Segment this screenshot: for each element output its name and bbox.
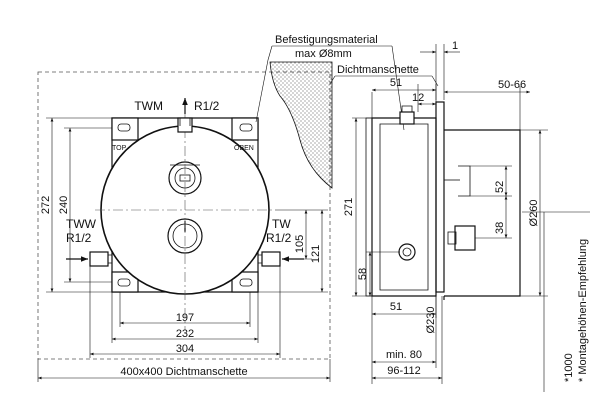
label-fixing-size: max Ø8mm	[295, 48, 352, 60]
label-fixing-material: Befestigungsmaterial	[275, 34, 378, 46]
dim-50-66: 50-66	[498, 79, 526, 91]
seal-sleeve-outline	[37, 71, 331, 360]
mark-top: TOP	[112, 145, 127, 152]
label-tww-thread: R1/2	[66, 231, 92, 245]
dim-230: Ø230	[425, 307, 437, 334]
port-right	[261, 251, 281, 267]
dim-96-112: 96-112	[387, 365, 420, 377]
label-tw: TW	[272, 217, 291, 231]
slot-top-right	[239, 123, 253, 132]
lug-top-left	[111, 117, 139, 141]
dim-272: 272	[40, 196, 52, 214]
note-mounting-height: * Montagehöhen-Empfehlung	[577, 239, 589, 382]
mark-oben: OBEN	[234, 145, 254, 152]
dim-38: 38	[494, 222, 506, 234]
label-twm-thread: R1/2	[194, 99, 220, 113]
dim-1: 1	[452, 40, 458, 52]
lug-bottom-right	[231, 271, 259, 293]
callouts: Befestigungsmaterial max Ø8mm Dichtmansc…	[255, 34, 439, 131]
port-top	[177, 117, 193, 133]
side-spindle	[454, 225, 476, 251]
dim-52: 52	[494, 181, 506, 193]
dim-min-80: min. 80	[386, 349, 422, 361]
side-view: 1 51 12 50-66 271 58 Ø260 52 38 51	[343, 40, 590, 392]
wall-hatch	[269, 61, 333, 189]
port-left	[89, 251, 109, 267]
label-tww: TWW	[66, 217, 97, 231]
lug-top-right	[231, 117, 259, 141]
dim-12: 12	[412, 92, 424, 104]
side-housing	[371, 117, 437, 297]
dim-232: 232	[176, 328, 194, 340]
note-1000: *1000	[563, 353, 575, 382]
leader-fixing	[255, 45, 273, 123]
dim-121: 121	[310, 245, 322, 263]
dim-304: 304	[176, 343, 194, 355]
cover-plate	[444, 129, 521, 297]
dim-51-top: 51	[390, 77, 402, 89]
slot-bottom-left	[117, 278, 131, 287]
wall-plate	[435, 101, 445, 293]
slot-top-left	[117, 123, 131, 132]
dim-260: Ø260	[528, 200, 540, 227]
dim-51-bottom: 51	[390, 301, 402, 313]
slot-bottom-right	[239, 278, 253, 287]
label-twm: TWM	[134, 99, 163, 113]
label-sleeve-top: Dichtmanschette	[337, 64, 419, 76]
dim-240: 240	[58, 196, 70, 214]
label-tw-thread: R1/2	[266, 231, 292, 245]
label-sleeve-bottom: 400x400 Dichtmanschette	[120, 366, 247, 378]
dim-58: 58	[357, 268, 369, 280]
dim-271: 271	[343, 198, 355, 216]
dim-105: 105	[294, 235, 306, 253]
dim-197: 197	[176, 312, 194, 324]
front-view: TWM R1/2 TWW R1/2 TW R1/2 TOP OBEN 272 2…	[37, 61, 333, 382]
side-port-lower	[398, 243, 416, 261]
side-port-top	[399, 111, 415, 125]
